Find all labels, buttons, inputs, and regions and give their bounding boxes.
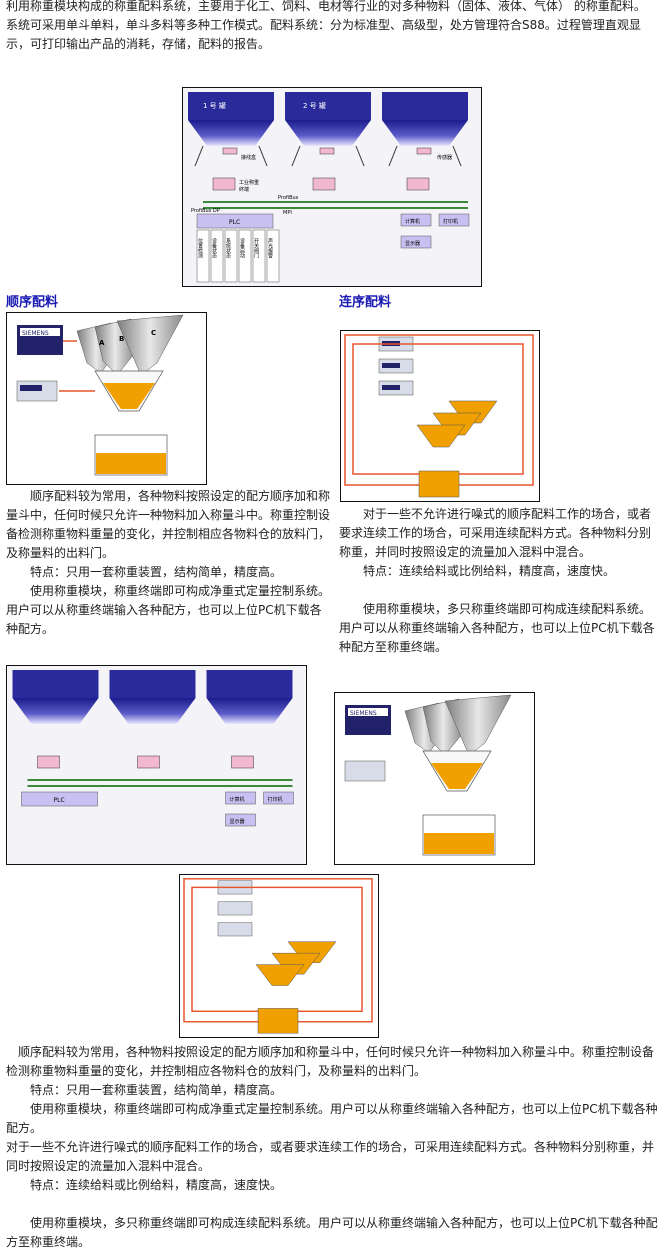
bottom-text: 顺序配料较为常用，各种物料按照设定的配方顺序加和称量斗中，任何时候只允许一种物料… <box>6 1043 662 1252</box>
intro-line-2: 系统可采用单斗单料，单斗多料等多种工作模式。配料系统：分为标准型、高级型，处方管… <box>6 18 641 32</box>
bottom-line-10: 方至称重终端。 <box>6 1235 91 1249</box>
sequential-paragraph-3: 使用称重模块，称重终端即可构成净重式定量控制系统。用户可以从称重终端输入各种配方… <box>6 584 331 636</box>
continuous-diagram-1 <box>340 330 540 502</box>
bottom-line-6: 对于一些不允许进行噪式的顺序配料工作的场合，或者要求连续工作的场合，可采用连续配… <box>6 1140 655 1154</box>
junction-box-label: 接线盒 <box>241 154 256 161</box>
printer-label: 打印机 <box>443 218 458 225</box>
continuous-paragraph-2: 特点：连续给料或比例给料，精度高，速度快。 <box>363 564 616 578</box>
system-diagram-1: 1 号 罐 2 号 罐 接线盒 传感器 工业称重 终端 ProfiBus Pro… <box>182 87 482 287</box>
sequential-diagram-svg: SIEMENS A B C <box>16 314 184 476</box>
hopper-label-1: 1 号 罐 <box>203 101 226 110</box>
computer-label: 计算机 <box>405 218 420 225</box>
hopper-group-2 <box>285 92 371 191</box>
continuous-diagram-svg <box>344 334 534 498</box>
continuous-text: 对于一些不允许进行噪式的顺序配料工作的场合，或者要求连续工作的场合，可采用连续配… <box>339 505 659 657</box>
plc-label-2: PLC <box>54 797 65 804</box>
sensor-label: 传感器 <box>437 154 452 161</box>
terminal-label-a: 工业称重 <box>239 179 259 186</box>
sequential-diagram-2: SIEMENS <box>334 692 535 865</box>
bottom-line-8: 特点：连续给料或比例给料，精度高，速度快。 <box>30 1178 283 1192</box>
continuous-paragraph-3: 使用称重模块，多只称重终端即可构成连续配料系统。用户可以从称重终端输入各种配方，… <box>339 602 655 654</box>
plc-label: PLC <box>229 219 240 226</box>
sequential-paragraph-2: 特点：只用一套称重装置，结构简单，精度高。 <box>30 565 283 579</box>
siemens-brand-2: SIEMENS <box>350 710 377 717</box>
heading-sequential: 顺序配料 <box>6 295 59 310</box>
hopper-label-2: 2 号 罐 <box>303 101 326 110</box>
terminal-label-b: 终端 <box>239 186 249 193</box>
sequential-diagram-2-svg: SIEMENS <box>344 694 512 856</box>
sequential-text: 顺序配料较为常用，各种物料按照设定的配方顺序加和称量斗中，任何时候只允许一种物料… <box>6 487 333 639</box>
bin-label-b: B <box>119 335 124 343</box>
bin-label-a: A <box>99 339 105 347</box>
hopper-group-3 <box>382 92 468 191</box>
continuous-paragraph-1: 对于一些不允许进行噪式的顺序配料工作的场合，或者要求连续工作的场合，可采用连续配… <box>339 507 652 559</box>
io-label: 设备状态 <box>211 237 217 258</box>
profibus-dp-label: ProfiBus DP <box>191 208 220 214</box>
io-label: 开关阀门 <box>253 238 259 259</box>
io-columns <box>196 229 280 283</box>
display-label: 显示器 <box>405 241 420 247</box>
intro-line-3: 示，可打印输出产品的消耗，存储，配料的报告。 <box>6 37 271 51</box>
io-label: 声光报警 <box>267 237 273 259</box>
bin-label-c: C <box>151 329 156 337</box>
sequential-diagram-1: SIEMENS A B C <box>6 312 207 485</box>
intro-text: 利用称重模块构成的称重配料系统，主要用于化工、饲料、电材等行业的对多种物料（固体… <box>6 0 661 54</box>
continuous-diagram-2-svg <box>183 878 373 1034</box>
bottom-line-3: 特点：只用一套称重装置，结构简单，精度高。 <box>30 1083 283 1097</box>
heading-continuous: 连序配料 <box>339 295 392 310</box>
system-diagram-2: PLC 计算机 打印机 显示器 <box>6 665 307 865</box>
system-diagram-2-svg: PLC 计算机 打印机 显示器 <box>7 666 306 864</box>
profibus-label: ProfiBus <box>278 195 299 201</box>
sequential-paragraph-1: 顺序配料较为常用，各种物料按照设定的配方顺序加和称量斗中，任何时候只允许一种物料… <box>6 489 331 560</box>
continuous-diagram-2 <box>179 874 379 1038</box>
hopper-group-1 <box>188 92 274 191</box>
bottom-line-4: 使用称重模块，称重终端即可构成净重式定量控制系统。用户可以从称重终端输入各种配方… <box>30 1102 658 1116</box>
io-label: 系统状态 <box>225 237 231 258</box>
bottom-line-1: 顺序配料较为常用，各种物料按照设定的配方顺序加和称量斗中，任何时候只允许一种物料… <box>18 1045 655 1059</box>
computer-label-2: 计算机 <box>230 796 245 803</box>
intro-line-1: 利用称重模块构成的称重配料系统，主要用于化工、饲料、电材等行业的对多种物料（固体… <box>6 0 646 13</box>
io-label: 位置检测 <box>197 237 203 259</box>
bottom-line-9: 使用称重模块，多只称重终端即可构成连续配料系统。用户可以从称重终端输入各种配方，… <box>30 1216 658 1230</box>
io-label: 设备启动 <box>239 237 245 259</box>
bottom-line-5: 配方。 <box>6 1121 43 1135</box>
siemens-brand: SIEMENS <box>22 330 49 337</box>
printer-label-2: 打印机 <box>268 796 283 803</box>
system-diagram-svg: 1 号 罐 2 号 罐 接线盒 传感器 工业称重 终端 ProfiBus Pro… <box>183 88 481 286</box>
display-label-2: 显示器 <box>230 819 245 825</box>
mpi-label: MPI <box>283 210 292 216</box>
bottom-line-7: 同时按照设定的流量加入混料中混合。 <box>6 1159 211 1173</box>
bottom-line-2: 检测称重物料重量的变化，并控制相应各物料仓的放料门，及称量料的出料门。 <box>6 1064 427 1078</box>
